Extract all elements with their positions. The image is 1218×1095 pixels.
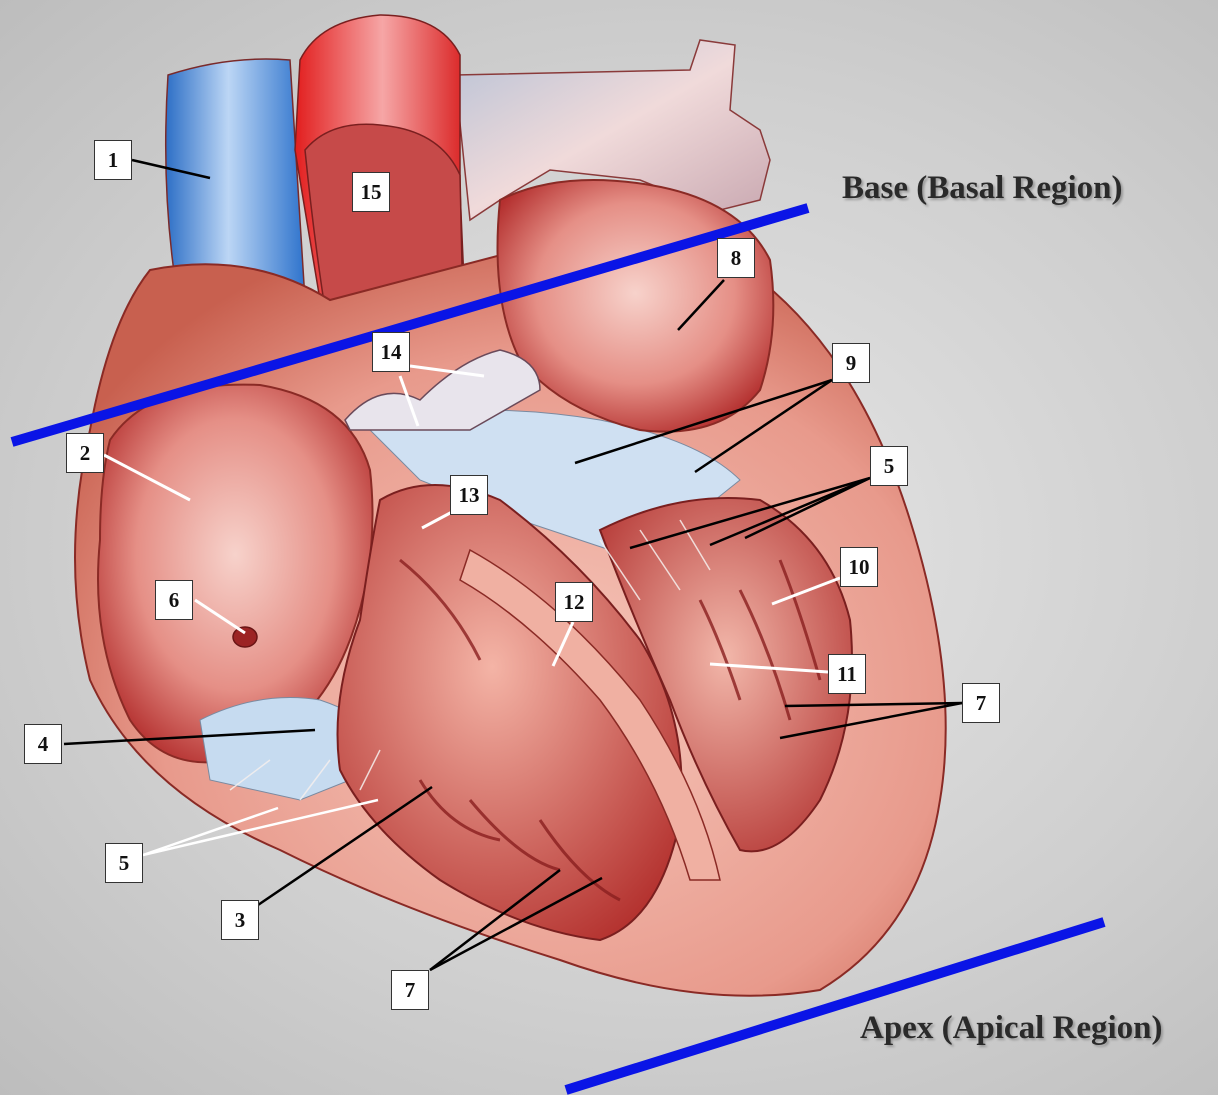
label-6: 6: [155, 580, 193, 620]
label-12: 12: [555, 582, 593, 622]
label-8: 8: [717, 238, 755, 278]
label-7-left-ventricle: 7: [962, 683, 1000, 723]
label-3: 3: [221, 900, 259, 940]
label-15: 15: [352, 172, 390, 212]
apex-region-label: Apex (Apical Region): [860, 1010, 1162, 1047]
coronary-sinus-opening-shape: [233, 627, 257, 647]
label-13: 13: [450, 475, 488, 515]
label-5-left-ventricle: 5: [870, 446, 908, 486]
base-region-label: Base (Basal Region): [842, 170, 1123, 207]
label-11: 11: [828, 654, 866, 694]
label-5-right-ventricle: 5: [105, 843, 143, 883]
label-14: 14: [372, 332, 410, 372]
label-1: 1: [94, 140, 132, 180]
label-7-right-ventricle: 7: [391, 970, 429, 1010]
label-10: 10: [840, 547, 878, 587]
label-9: 9: [832, 343, 870, 383]
label-4: 4: [24, 724, 62, 764]
label-2: 2: [66, 433, 104, 473]
